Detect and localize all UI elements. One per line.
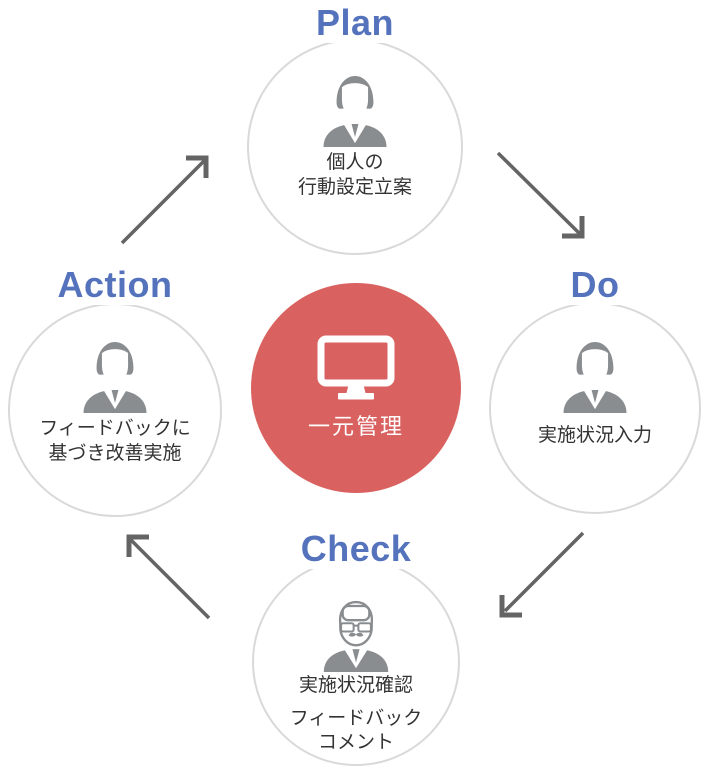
do-text: 実施状況入力 bbox=[537, 425, 652, 446]
check-label: Check bbox=[252, 528, 460, 569]
arrow-do-to-check bbox=[499, 531, 585, 618]
center-circle: 一元管理 bbox=[251, 283, 461, 493]
plan-circle: 個人の 行動設定立案 bbox=[247, 39, 463, 255]
boss-with-glasses-icon bbox=[316, 584, 396, 672]
plan-label: Plan bbox=[247, 2, 463, 43]
arrow-check-to-action bbox=[126, 534, 211, 620]
businessman-icon bbox=[555, 327, 635, 413]
businessman-icon bbox=[315, 61, 395, 147]
action-label: Action bbox=[8, 264, 222, 305]
arrow-action-to-plan bbox=[120, 155, 209, 245]
plan-text: 個人の 行動設定立案 bbox=[297, 152, 412, 198]
check-circle: 実施状況確認 フィードバック コメント bbox=[252, 558, 460, 766]
action-circle: フィードバックに 基づき改善実施 bbox=[8, 303, 222, 517]
monitor-icon bbox=[317, 335, 395, 401]
do-label: Do bbox=[489, 264, 701, 305]
arrow-plan-to-do bbox=[496, 151, 585, 239]
do-circle: 実施状況入力 bbox=[489, 302, 701, 514]
center-label: 一元管理 bbox=[307, 414, 404, 439]
check-text: 実施状況確認 フィードバック コメント bbox=[254, 673, 458, 755]
check-subtext: フィードバック コメント bbox=[289, 708, 423, 753]
action-text: フィードバックに 基づき改善実施 bbox=[39, 418, 191, 464]
businessman-icon bbox=[75, 327, 155, 413]
